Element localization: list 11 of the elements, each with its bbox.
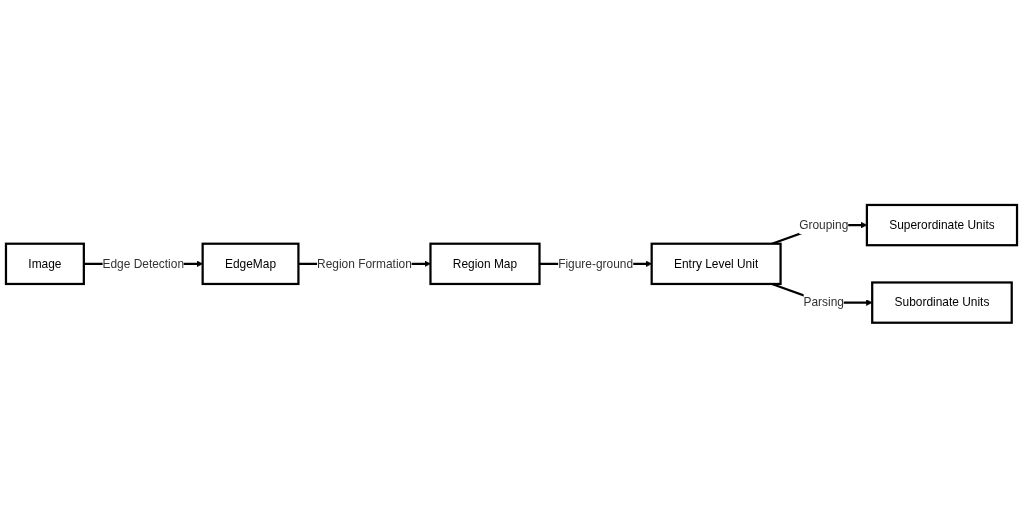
edge-label: Region Formation [317,256,412,270]
node-box: Entry Level Unit [650,242,782,285]
node-box: Subordinate Units [871,281,1013,324]
node-box: Superordinate Units [865,203,1019,246]
edge-label: Parsing [803,295,844,309]
edge-label: Edge Detection [102,256,185,270]
node-box: Region Map [429,242,541,285]
edge-label: Grouping [799,218,849,231]
edge-label: Figure-ground [558,256,634,270]
node-box: Image [4,242,85,285]
node-box: EdgeMap [201,242,300,285]
